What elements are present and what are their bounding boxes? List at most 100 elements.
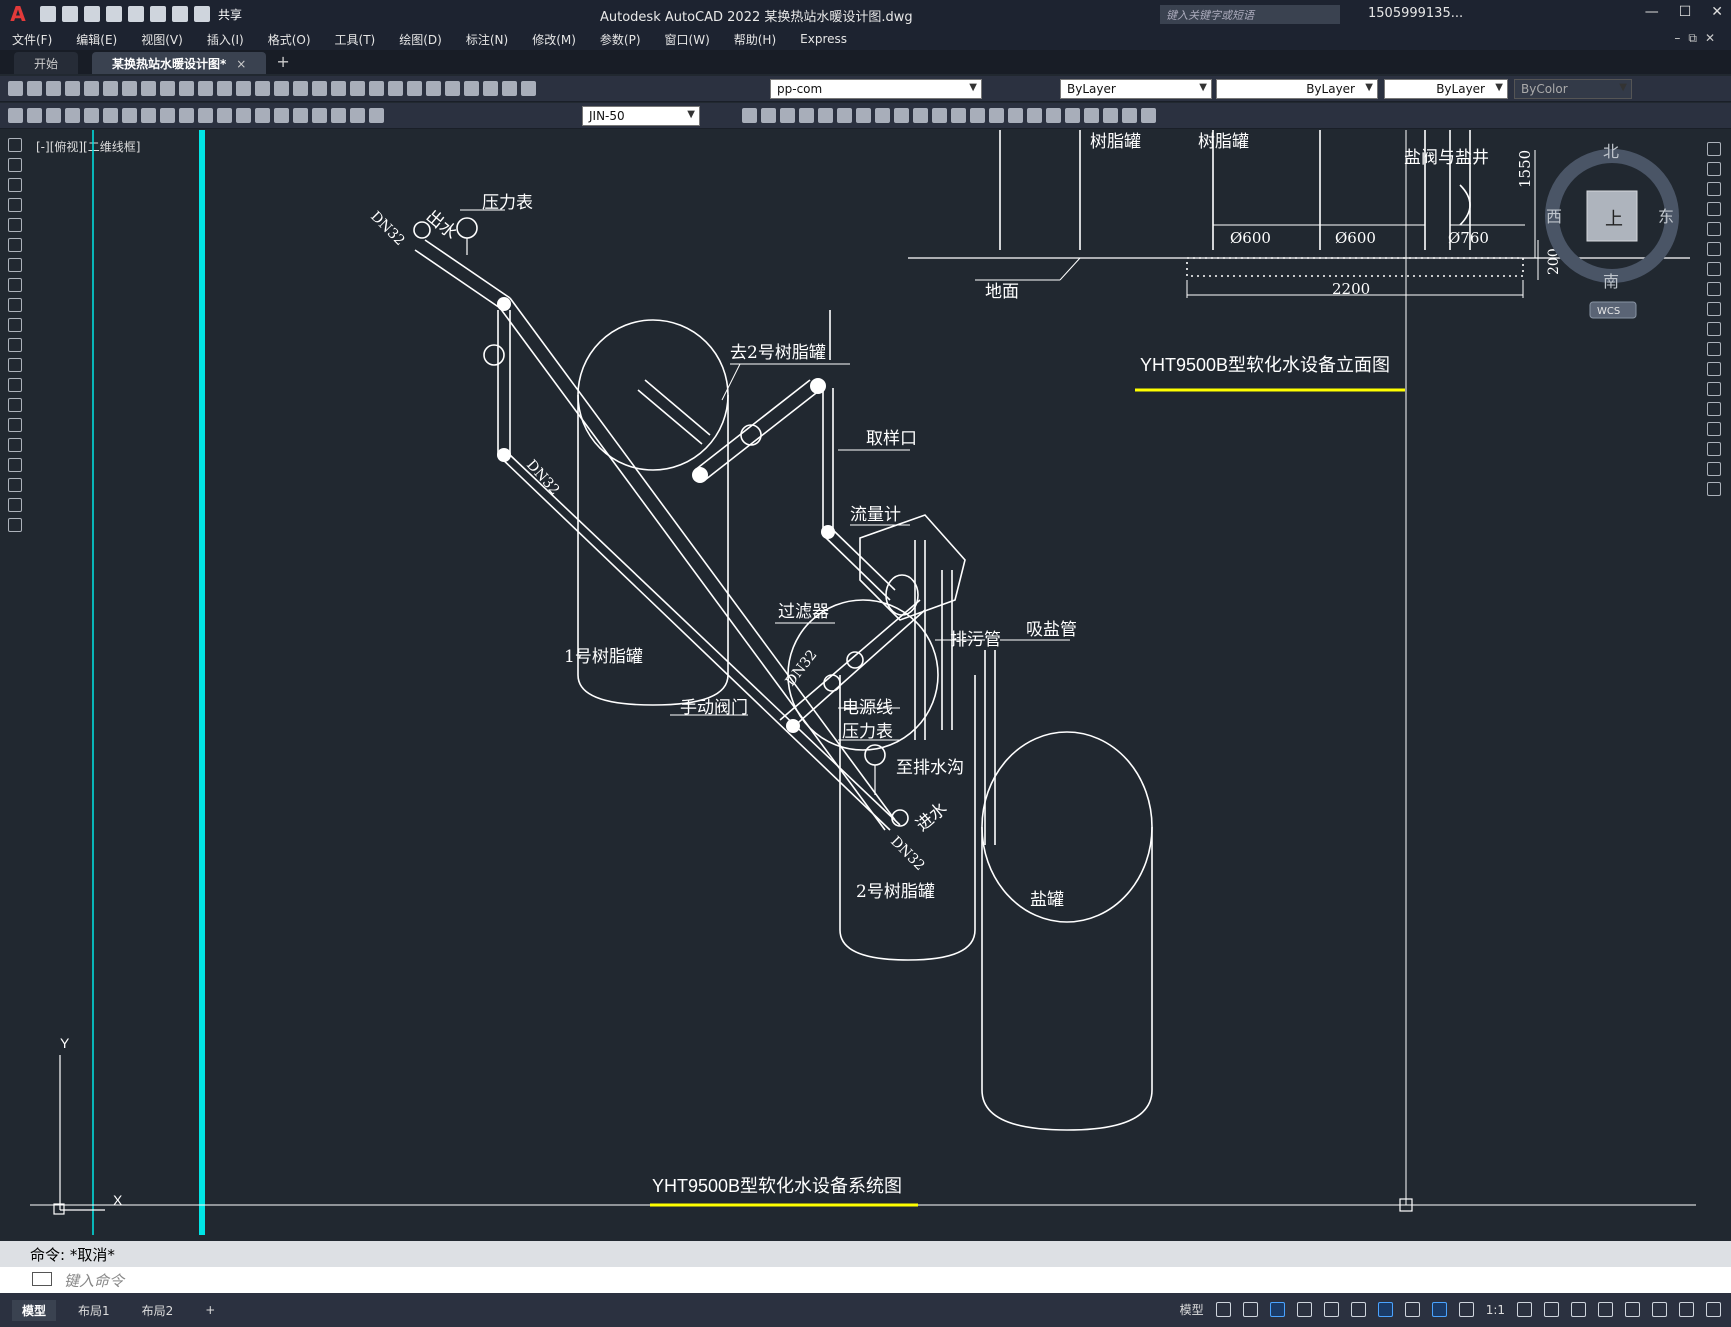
layer-freeze-icon[interactable] xyxy=(502,81,517,96)
zoom-icon[interactable] xyxy=(274,81,289,96)
material-icon[interactable] xyxy=(1065,108,1080,123)
plot-icon[interactable] xyxy=(65,81,80,96)
layer-state-icon[interactable] xyxy=(483,81,498,96)
undo-icon[interactable] xyxy=(172,6,188,22)
viewcube-top[interactable]: 上 xyxy=(1605,209,1623,230)
pan-icon[interactable] xyxy=(255,81,270,96)
point-icon[interactable] xyxy=(8,398,22,412)
ortho-icon[interactable] xyxy=(1269,1302,1285,1317)
rectangle-icon[interactable] xyxy=(8,218,22,232)
chamfer-icon[interactable] xyxy=(1707,422,1721,436)
erase-icon[interactable] xyxy=(1707,142,1721,156)
dim-aligned-icon[interactable] xyxy=(27,108,42,123)
break-icon[interactable] xyxy=(1707,382,1721,396)
break-point-icon[interactable] xyxy=(1707,362,1721,376)
view-icon[interactable] xyxy=(1008,108,1023,123)
drawing-canvas[interactable]: 出水 压力表 DN32 去2号树脂罐 取样口 DN32 流量计 过滤器 排污管 … xyxy=(30,130,1696,1235)
color-combo[interactable]: ByLayer▼ xyxy=(1060,79,1212,99)
menu-item-3[interactable]: 插入(I) xyxy=(206,32,244,47)
isodraft-icon[interactable] xyxy=(1323,1302,1339,1317)
tolerance-icon[interactable] xyxy=(255,108,270,123)
maximize-icon[interactable]: ☐ xyxy=(1678,4,1692,20)
viewcube[interactable]: 上 北 南 东 西 WCS xyxy=(1545,142,1679,319)
workspace-gear-icon[interactable] xyxy=(1517,1302,1532,1317)
menu-item-11[interactable]: 帮助(H) xyxy=(733,32,777,47)
user-account[interactable]: 1505999135... xyxy=(1368,6,1464,21)
design-center-icon[interactable] xyxy=(350,81,365,96)
print-icon[interactable] xyxy=(150,6,166,22)
save-icon[interactable] xyxy=(46,81,61,96)
search-input[interactable]: 键入关键字或短语 xyxy=(1160,5,1340,24)
menu-item-1[interactable]: 编辑(E) xyxy=(76,32,118,47)
extend-icon[interactable] xyxy=(1707,342,1721,356)
shade-icon[interactable] xyxy=(989,108,1004,123)
dim-angular-icon[interactable] xyxy=(141,108,156,123)
thicken-icon[interactable] xyxy=(951,108,966,123)
snap-icon[interactable] xyxy=(1242,1302,1258,1317)
menu-item-7[interactable]: 标注(N) xyxy=(465,32,509,47)
save-as-icon[interactable] xyxy=(106,6,122,22)
share-button[interactable]: 共享 xyxy=(218,7,243,22)
jog-line-icon[interactable] xyxy=(312,108,327,123)
tab-drawing[interactable]: 某换热站水暖设计图*× xyxy=(92,52,267,74)
save-icon[interactable] xyxy=(84,6,100,22)
viewcube-west[interactable]: 西 xyxy=(1546,207,1562,226)
offset-icon[interactable] xyxy=(1707,202,1721,216)
polygon-icon[interactable] xyxy=(8,198,22,212)
polar-icon[interactable] xyxy=(1296,1302,1312,1317)
table-icon[interactable] xyxy=(8,478,22,492)
publish-icon[interactable] xyxy=(128,6,144,22)
layer-manager-icon[interactable] xyxy=(464,81,479,96)
zoom-prev-icon[interactable] xyxy=(312,81,327,96)
ellipse-icon[interactable] xyxy=(8,318,22,332)
explode-icon[interactable] xyxy=(1707,482,1721,496)
orbit-icon[interactable] xyxy=(1027,108,1042,123)
dim-jogged-icon[interactable] xyxy=(103,108,118,123)
properties-icon[interactable] xyxy=(331,81,346,96)
spline-icon[interactable] xyxy=(8,298,22,312)
insert-block-icon[interactable] xyxy=(8,358,22,372)
hatch-icon[interactable] xyxy=(8,418,22,432)
viewcube-north[interactable]: 北 xyxy=(1603,142,1619,161)
preview-icon[interactable] xyxy=(84,81,99,96)
annotation-scale[interactable]: 1:1 xyxy=(1485,1302,1505,1317)
copy-object-icon[interactable] xyxy=(1707,162,1721,176)
viewcube-south[interactable]: 南 xyxy=(1603,272,1619,291)
layer-lock-icon[interactable] xyxy=(521,81,536,96)
sweep-icon[interactable] xyxy=(856,108,871,123)
move-icon[interactable] xyxy=(1707,242,1721,256)
tool-palette-icon[interactable] xyxy=(369,81,384,96)
cut-icon[interactable] xyxy=(141,81,156,96)
revision-cloud-icon[interactable] xyxy=(8,278,22,292)
extrude-icon[interactable] xyxy=(761,108,776,123)
undo-icon[interactable] xyxy=(217,81,232,96)
copy-icon[interactable] xyxy=(160,81,175,96)
sheet-set-icon[interactable] xyxy=(388,81,403,96)
wcs-menu[interactable]: WCS xyxy=(1597,306,1620,317)
intersect-icon[interactable] xyxy=(818,108,833,123)
viewcube-east[interactable]: 东 xyxy=(1658,207,1674,226)
autocad-logo-icon[interactable]: A xyxy=(10,2,26,26)
drawing-window-controls[interactable]: –⧉✕ xyxy=(1674,31,1723,45)
dim-edit-icon[interactable] xyxy=(331,108,346,123)
isolate-icon[interactable] xyxy=(1625,1302,1640,1317)
trim-icon[interactable] xyxy=(1707,322,1721,336)
lineweight-combo[interactable]: ByLayer▼ xyxy=(1384,79,1508,99)
construction-line-icon[interactable] xyxy=(8,158,22,172)
union-icon[interactable] xyxy=(780,108,795,123)
menu-item-10[interactable]: 窗口(W) xyxy=(664,32,710,47)
presspull-icon[interactable] xyxy=(970,108,985,123)
revolve-icon[interactable] xyxy=(837,108,852,123)
shell-icon[interactable] xyxy=(932,108,947,123)
add-selected-icon[interactable] xyxy=(8,518,22,532)
menu-item-9[interactable]: 参数(P) xyxy=(599,32,641,47)
units-icon[interactable] xyxy=(1571,1302,1586,1317)
menu-item-6[interactable]: 绘图(D) xyxy=(399,32,442,47)
stretch-icon[interactable] xyxy=(1707,302,1721,316)
plotstyle-combo[interactable]: ByColor▼ xyxy=(1514,79,1632,99)
tab-layout2[interactable]: 布局2 xyxy=(141,1303,174,1318)
dim-update-icon[interactable] xyxy=(369,108,384,123)
array-icon[interactable] xyxy=(1707,222,1721,236)
dim-ordinate-icon[interactable] xyxy=(65,108,80,123)
dim-baseline-icon[interactable] xyxy=(179,108,194,123)
